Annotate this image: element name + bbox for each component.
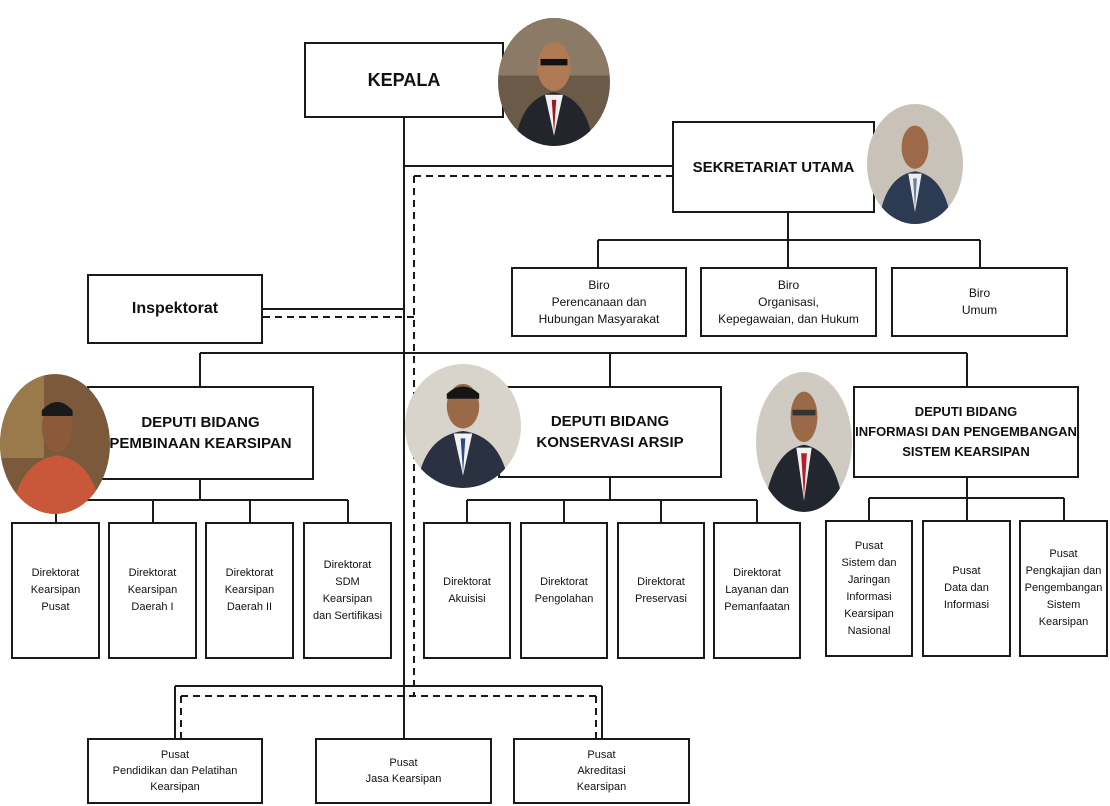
deputi-informasi-label: DEPUTI BIDANG INFORMASI DAN PENGEMBANGAN… [855,404,1077,459]
biro-organisasi-label: Biro Organisasi, Kepegawaian, dan Hukum [718,277,859,326]
direktorat-label: Direktorat Pengolahan [534,575,594,605]
deputi-konservasi-box: DEPUTI BIDANG KONSERVASI ARSIP [498,386,722,478]
pusat-jasa-kearsipan-box: Pusat Jasa Kearsipan [315,738,492,804]
biro-umum-box: Biro Umum [891,267,1068,337]
direktorat-label: Direktorat Kearsipan Daerah I [127,567,178,613]
sekretariat-utama-box: SEKRETARIAT UTAMA [672,121,875,213]
deputi-informasi-portrait-photo [756,372,852,512]
pusat-akreditasi-box: Pusat Akreditasi Kearsipan [513,738,690,804]
direktorat-label: Direktorat Kearsipan Daerah II [224,567,275,613]
direktorat-label: Direktorat Kearsipan Pusat [30,567,81,613]
deputi-pembinaan-label: DEPUTI BIDANG PEMBINAAN KEARSIPAN [109,414,292,452]
direktorat-kearsipan-pusat-box: Direktorat Kearsipan Pusat [11,522,100,659]
pusat-pendidikan-box: Pusat Pendidikan dan Pelatihan Kearsipan [87,738,263,804]
direktorat-label: Direktorat Akuisisi [443,575,491,605]
sekretaris-utama-portrait-photo [867,104,963,224]
deputi-informasi-box: DEPUTI BIDANG INFORMASI DAN PENGEMBANGAN… [853,386,1079,478]
biro-perencanaan-label: Biro Perencanaan dan Hubungan Masyarakat [538,277,660,326]
deputi-pembinaan-box: DEPUTI BIDANG PEMBINAAN KEARSIPAN [87,386,314,480]
direktorat-kearsipan-daerah-2-box: Direktorat Kearsipan Daerah II [205,522,294,659]
kepala-portrait-photo [498,18,610,146]
pusat-data-informasi-box: Pusat Data dan Informasi [922,520,1011,657]
direktorat-sdm-box: Direktorat SDM Kearsipan dan Sertifikasi [303,522,392,659]
biro-organisasi-box: Biro Organisasi, Kepegawaian, dan Hukum [700,267,877,337]
pusat-label: Pusat Jasa Kearsipan [365,757,442,785]
kepala-box: KEPALA [304,42,504,118]
direktorat-label: Direktorat Layanan dan Pemanfaatan [724,567,790,613]
pusat-label: Pusat Pengkajian dan Pengembangan Sistem… [1024,548,1103,628]
deputi-konservasi-label: DEPUTI BIDANG KONSERVASI ARSIP [536,413,684,451]
direktorat-label: Direktorat Preservasi [635,575,687,605]
biro-umum-label: Biro Umum [961,286,998,317]
direktorat-label: Direktorat SDM Kearsipan dan Sertifikasi [312,558,383,622]
inspektorat-box: Inspektorat [87,274,263,344]
pusat-label: Pusat Data dan Informasi [943,565,990,611]
direktorat-layanan-box: Direktorat Layanan dan Pemanfaatan [713,522,801,659]
direktorat-preservasi-box: Direktorat Preservasi [617,522,705,659]
pusat-pengkajian-box: Pusat Pengkajian dan Pengembangan Sistem… [1019,520,1108,657]
pusat-label: Pusat Sistem dan Jaringan Informasi Kear… [841,539,897,637]
pusat-label: Pusat Akreditasi Kearsipan [576,749,627,793]
direktorat-akuisisi-box: Direktorat Akuisisi [423,522,511,659]
deputi-konservasi-portrait-photo [405,364,521,488]
direktorat-kearsipan-daerah-1-box: Direktorat Kearsipan Daerah I [108,522,197,659]
biro-perencanaan-box: Biro Perencanaan dan Hubungan Masyarakat [511,267,687,337]
pusat-sistem-jaringan-box: Pusat Sistem dan Jaringan Informasi Kear… [825,520,913,657]
sekretariat-utama-label: SEKRETARIAT UTAMA [692,158,855,176]
kepala-label: KEPALA [367,69,441,90]
inspektorat-label: Inspektorat [131,300,219,317]
pusat-label: Pusat Pendidikan dan Pelatihan Kearsipan [112,749,238,793]
direktorat-pengolahan-box: Direktorat Pengolahan [520,522,608,659]
deputi-pembinaan-portrait-photo [0,374,110,514]
